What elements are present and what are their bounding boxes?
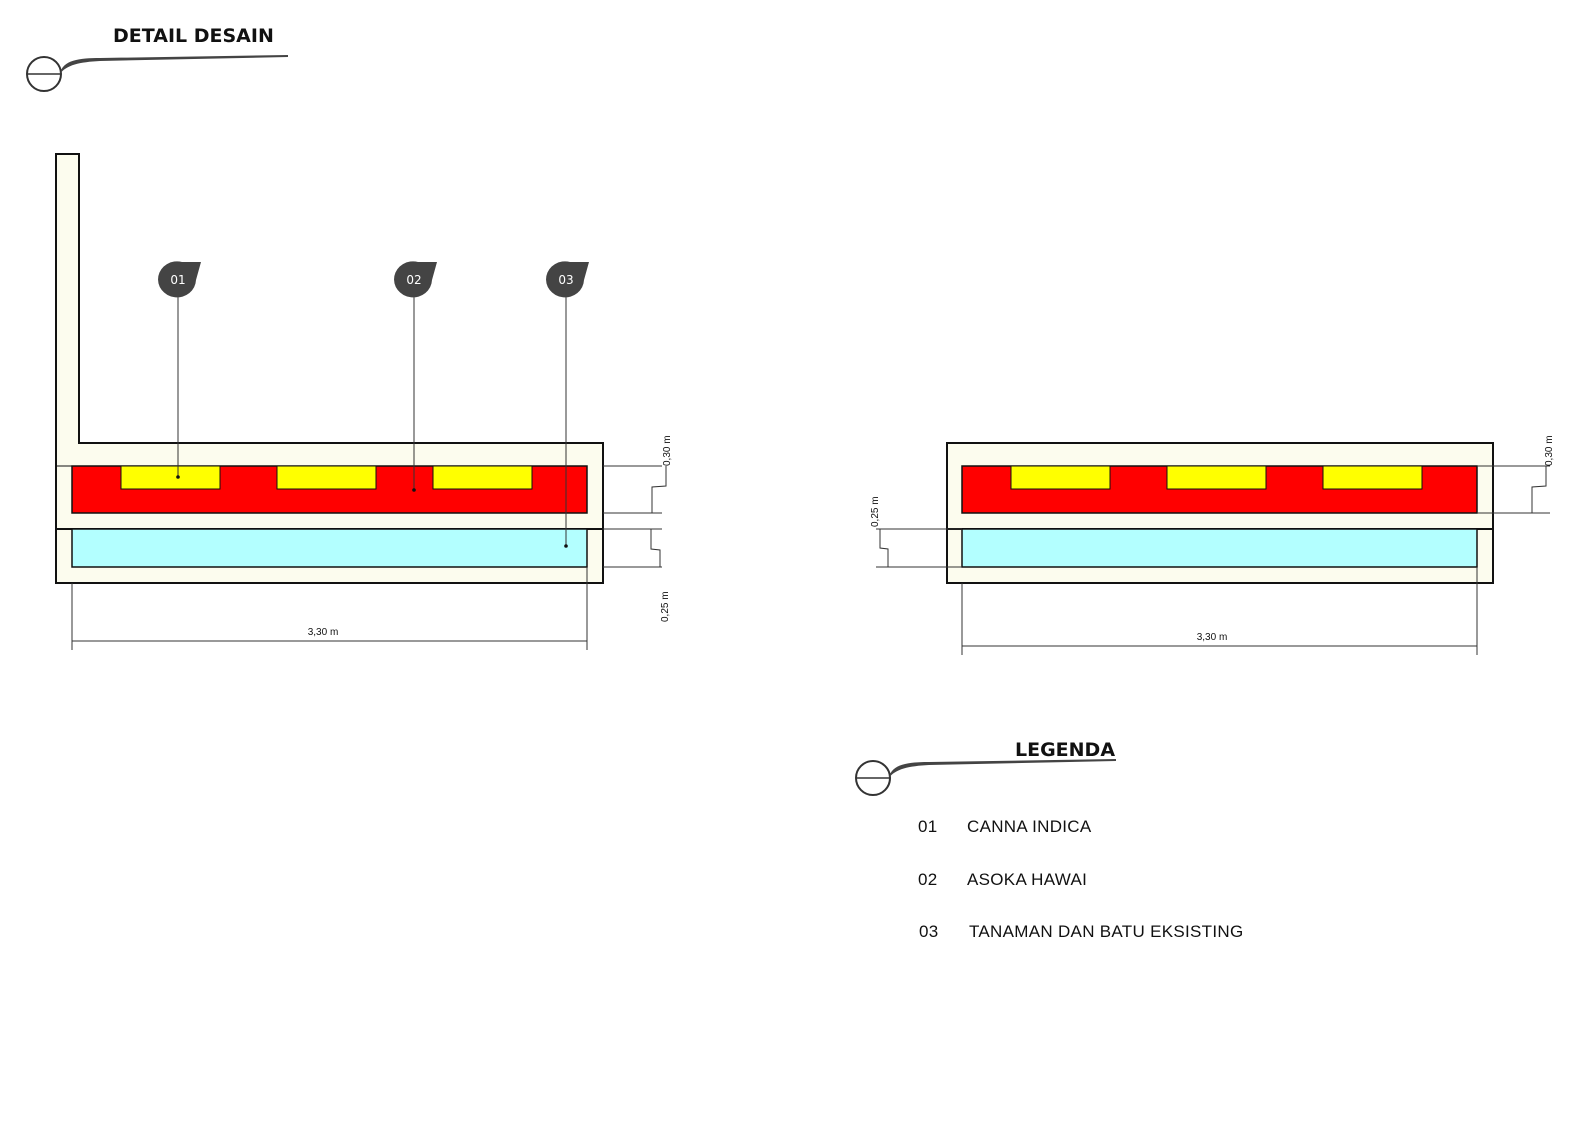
legend-item: 02 ASOKA HAWAI — [918, 870, 1087, 889]
plant-block-left-2 — [276, 465, 377, 490]
water-bed-right — [961, 528, 1478, 568]
marker-01-label: 01 — [170, 273, 185, 287]
legend-title: LEGENDA — [1015, 739, 1115, 761]
detail-title: DETAIL DESAIN — [113, 25, 274, 47]
lower-depth-dimension-right: 0,25 m — [870, 496, 962, 568]
plant-block-right-2 — [1166, 465, 1267, 490]
detail-title-block: DETAIL DESAIN — [26, 25, 288, 92]
legend-item-code: 03 — [919, 922, 939, 941]
lower-depth-left-label: 0,25 m — [660, 591, 671, 622]
upper-depth-left-label: 0,30 m — [662, 435, 673, 466]
width-dimension-right-label: 3,30 m — [1197, 632, 1228, 643]
depth-dimensions-left: 0,30 m 0,25 m — [603, 435, 673, 622]
planter-wall-left — [55, 153, 604, 584]
width-dimension-left-label: 3,30 m — [308, 627, 339, 638]
marker-01: 01 — [158, 261, 201, 298]
legend-item: 01 CANNA INDICA — [918, 817, 1092, 836]
marker-02-label: 02 — [406, 273, 421, 287]
marker-02: 02 — [394, 261, 437, 298]
lower-depth-right-label: 0,25 m — [870, 496, 881, 527]
plant-block-right-1 — [1010, 465, 1111, 490]
width-dimension-left: 3,30 m — [71, 567, 588, 650]
marker-03-label: 03 — [558, 273, 573, 287]
left-section-drawing: 01 02 03 3,30 m 0,30 m 0,25 m — [55, 153, 673, 650]
plant-block-left-3 — [432, 465, 533, 490]
plant-block-left-1 — [120, 465, 221, 490]
legend-item-code: 01 — [918, 817, 938, 836]
legend-title-block: LEGENDA — [855, 739, 1116, 796]
width-dimension-right: 3,30 m — [961, 567, 1478, 655]
upper-depth-right-label: 0,30 m — [1544, 435, 1555, 466]
legend-item-code: 02 — [918, 870, 938, 889]
legend-item-label: CANNA INDICA — [967, 817, 1092, 836]
legend-list: 01 CANNA INDICA 02 ASOKA HAWAI 03 TANAMA… — [918, 817, 1243, 941]
legend-item-label: TANAMAN DAN BATU EKSISTING — [969, 922, 1243, 941]
depth-dimensions-right: 0,30 m — [1477, 435, 1555, 514]
right-section-drawing: 3,30 m 0,30 m 0,25 m — [870, 435, 1555, 655]
marker-03: 03 — [546, 261, 589, 298]
legend-item: 03 TANAMAN DAN BATU EKSISTING — [919, 922, 1243, 941]
legend-item-label: ASOKA HAWAI — [967, 870, 1087, 889]
water-bed-left — [71, 528, 588, 568]
plant-block-right-3 — [1322, 465, 1423, 490]
